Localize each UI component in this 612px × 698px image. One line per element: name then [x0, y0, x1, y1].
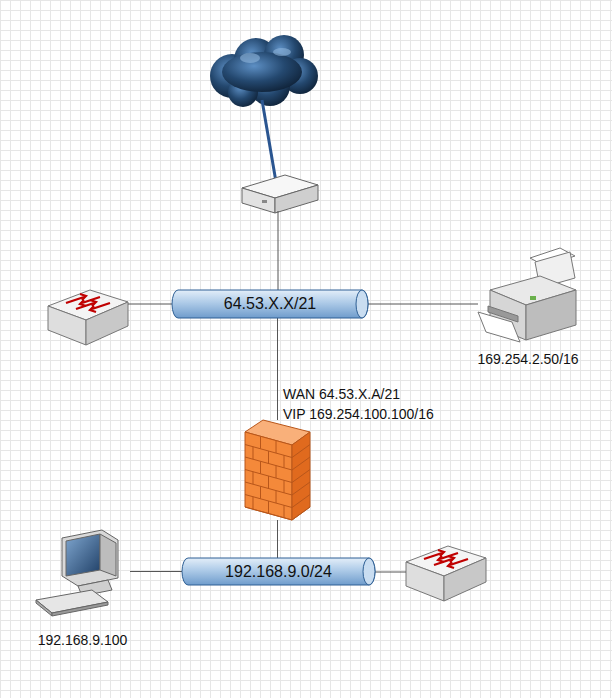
address-label: WAN 64.53.X.A/21 [283, 386, 400, 402]
printer-icon-part [530, 296, 536, 300]
switch-symbol-part [424, 550, 468, 568]
brick-joint [268, 451, 269, 464]
modem-box [242, 175, 318, 213]
switch-wire [375, 572, 406, 573]
switch-symbol-part [406, 562, 444, 601]
internet-cloud-part [222, 52, 302, 92]
firewall-icon-part [245, 432, 292, 520]
brick-joint [252, 497, 253, 510]
switch-symbol-part-part [440, 553, 458, 559]
computer-icon-part [62, 530, 118, 586]
modem-box-part [275, 185, 318, 213]
switch-symbol [48, 290, 128, 345]
printer-node: 169.254.2.50/16 [478, 245, 578, 345]
network-link [130, 571, 182, 572]
brick-line [292, 445, 310, 458]
modem-wire [278, 211, 279, 290]
network-bus: 192.168.9.0/24 [182, 558, 375, 585]
modem-box-part [262, 200, 267, 203]
internet-cloud-part [240, 53, 260, 63]
printer-icon [478, 248, 576, 342]
firewall-icon [245, 420, 310, 520]
brick-joint [284, 480, 285, 493]
brick-joint [268, 501, 269, 514]
brick-joint [252, 472, 253, 485]
computer-node: 192.168.9.100 [35, 528, 130, 615]
computer-icon-part [36, 600, 52, 616]
brick-joint [276, 441, 277, 454]
switch-symbol-part-part [448, 562, 454, 568]
internet-cloud-part [273, 48, 291, 56]
switch-symbol-part-part [438, 550, 444, 556]
subnet-label: 64.53.X.X/21 [172, 290, 368, 318]
brick-line [292, 507, 310, 520]
uplink-wire [262, 100, 276, 182]
switch-symbol-part-part [90, 306, 96, 312]
computer-icon-part [52, 602, 108, 616]
brick-joint [284, 455, 285, 468]
printer-icon-part [526, 290, 576, 340]
internet-cloud [210, 35, 318, 107]
switch-symbol [406, 546, 486, 601]
subnet-label: 192.168.9.0/24 [182, 558, 375, 586]
address-label: 169.254.2.50/16 [477, 351, 578, 367]
switch-symbol-part-part [92, 303, 110, 309]
switch-symbol-part [444, 558, 486, 601]
computer-icon-part [100, 534, 116, 576]
brick-line [292, 470, 310, 483]
address-label: VIP 169.254.100.100/16 [283, 406, 434, 422]
switch-symbol-part [86, 302, 128, 345]
bus-body [182, 558, 375, 585]
brick-joint [260, 436, 261, 449]
switch-symbol-part [48, 306, 86, 345]
network-link [277, 318, 278, 420]
brick-joint [260, 461, 261, 474]
brick-joint [276, 491, 277, 504]
brick-joint [268, 476, 269, 489]
bus-end [363, 558, 375, 585]
network-link [368, 304, 478, 305]
bus-end [356, 290, 368, 318]
address-label: 192.168.9.100 [38, 632, 128, 648]
computer-icon-part [66, 534, 100, 576]
brick-joint [260, 486, 261, 499]
network-bus: 64.53.X.X/21 [172, 290, 368, 318]
firewall-icon-part [292, 432, 310, 520]
switch-symbol-part-part [450, 559, 468, 565]
network-link [277, 520, 278, 558]
brick-line [292, 482, 310, 495]
switch-wire [128, 304, 172, 305]
switch-symbol-part-part [80, 300, 86, 306]
brick-line [292, 457, 310, 470]
brick-joint [276, 466, 277, 479]
modem-box-part [242, 188, 275, 213]
printer-icon-part [488, 306, 518, 322]
switch-symbol-part [66, 294, 110, 312]
switch-symbol-part-part [82, 297, 100, 303]
brick-line [292, 495, 310, 508]
brick-joint [284, 505, 285, 517]
firewall-node: WAN 64.53.X.A/21VIP 169.254.100.100/16 [245, 420, 310, 520]
bus-body [172, 290, 368, 318]
switch-symbol-part-part [80, 294, 86, 300]
switch-symbol-part-part [438, 556, 444, 562]
brick-joint [252, 447, 253, 460]
computer-icon [36, 530, 118, 616]
